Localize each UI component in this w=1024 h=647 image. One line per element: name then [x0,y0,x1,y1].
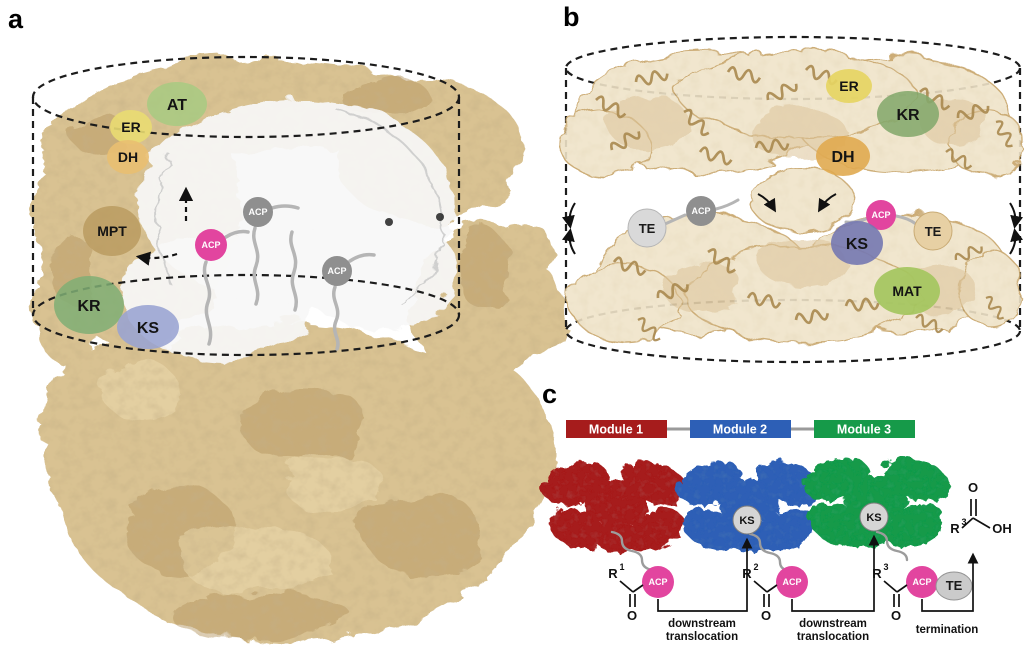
module1-structure [534,451,692,557]
acp-badge-pink-b: ACP [866,200,896,230]
ks-badge-module3-text: KS [866,512,881,524]
acp-badge-1-c: ACP [642,566,674,598]
product-r-superscript: 3 [961,517,966,527]
r3-superscript: 3 [883,562,888,572]
domain-label-kr-text: KR [77,298,101,315]
cryoem-density-map [30,53,561,638]
acp-badge-gray-upper-a: ACP [243,197,273,227]
linker-coils-c [610,530,909,572]
acp-badge-gray-upper-a-text: ACP [248,207,267,217]
product-o-label: O [968,480,978,495]
mobility-arrows-b [561,193,1024,255]
acp-badge-2-c: ACP [776,566,808,598]
acp-badge-3-c: ACP [906,566,938,598]
r1-label: R [608,566,618,581]
panel-a: AT ER DH MPT KR KS ACP ACP [8,4,561,638]
module2-bar-label: Module 2 [713,423,767,437]
panel-b-label: b [563,2,580,32]
step1-label-line1: downstream [668,618,736,630]
acp-badge-gray-lower-a-text: ACP [327,266,346,276]
module3-bar-label: Module 3 [837,423,891,437]
acyl-group-1: R 1 O [608,562,644,623]
ks-badge-module2: KS [732,505,762,535]
module1-bar: Module 1 [566,420,667,438]
shuttling-arrow-left [135,251,178,266]
domain-label-dh-b: DH [816,136,870,176]
carbonyl-o-1: O [627,608,637,623]
domain-label-kr-b-text: KR [896,107,920,124]
domain-label-at: AT [147,82,207,126]
carbonyl-o-3: O [891,608,901,623]
acp-badge-pink-b-text: ACP [871,210,890,220]
domain-label-er: ER [110,110,152,144]
domain-label-mat-text: MAT [892,283,922,299]
domain-label-er-b-text: ER [839,78,858,94]
domain-label-ks: KS [117,305,179,349]
translocation-arrow-2 [791,534,880,612]
acyl-group-3: R 3 O [872,562,908,623]
domain-label-dh-text: DH [118,149,138,165]
domain-label-at-text: AT [167,97,187,114]
acp-badge-pink-a-text: ACP [201,240,220,250]
phosphopantetheine-linkers-a [202,204,376,351]
domain-label-dh: DH [107,140,149,174]
domain-label-te-right: TE [913,211,953,251]
cylinder-outline-a [31,55,461,357]
carbonyl-o-2: O [761,608,771,623]
domain-label-er-text: ER [121,119,140,135]
domain-label-mpt-text: MPT [97,223,127,239]
termination-arrow [921,552,979,612]
step3-label: termination [916,624,979,636]
domain-label-dh-b-text: DH [831,149,854,166]
module3-bar: Module 3 [814,420,915,438]
panel-c: Module 1 Module 2 Module 3 KS KS AC [534,379,1012,643]
panel-b: ER KR DH TE ACP ACP TE KS [557,2,1024,364]
ks-badge-module2-text: KS [739,515,754,527]
acp-badge-gray-b: ACP [686,196,716,226]
step2-label-line1: downstream [799,618,867,630]
domain-label-te-right-text: TE [925,224,942,239]
acp-badge-pink-a: ACP [195,229,227,261]
domain-label-kr-b: KR [877,91,939,137]
domain-label-mat: MAT [874,267,940,315]
product-oh-label: OH [992,521,1012,536]
r2-superscript: 2 [753,562,758,572]
panel-c-label: c [542,379,557,409]
domain-label-ks-text: KS [137,320,160,337]
domain-label-te-left: TE [627,208,667,248]
acp-badge-3-c-text: ACP [912,577,931,587]
released-product: R 3 O OH [950,480,1011,536]
te-badge-c: TE [935,571,973,601]
product-r-label: R [950,521,960,536]
acp-badge-2-c-text: ACP [782,577,801,587]
translocation-arrow-1 [657,537,753,612]
ligand-speck [385,218,393,226]
r1-superscript: 1 [619,562,624,572]
module2-structure [668,451,826,557]
te-badge-c-text: TE [946,578,963,593]
ligand-speck [436,213,444,221]
panel-a-label: a [8,4,24,34]
step2-label-line2: translocation [797,631,869,643]
domain-label-kr: KR [54,276,124,334]
module3-structure [795,447,953,553]
step1-label-line2: translocation [666,631,738,643]
domain-label-ks-b-text: KS [846,236,869,253]
acp-badge-gray-b-text: ACP [691,206,710,216]
module2-bar: Module 2 [690,420,791,438]
ks-badge-module3: KS [859,502,889,532]
cartoon-structure [557,49,1023,341]
r3-label: R [872,566,882,581]
domain-label-er-b: ER [826,69,872,103]
domain-label-te-left-text: TE [639,221,656,236]
domain-label-ks-b: KS [831,221,883,265]
acp-badge-gray-lower-a: ACP [322,256,352,286]
acp-badge-1-c-text: ACP [648,577,667,587]
domain-label-mpt: MPT [83,206,141,256]
module1-bar-label: Module 1 [589,423,643,437]
